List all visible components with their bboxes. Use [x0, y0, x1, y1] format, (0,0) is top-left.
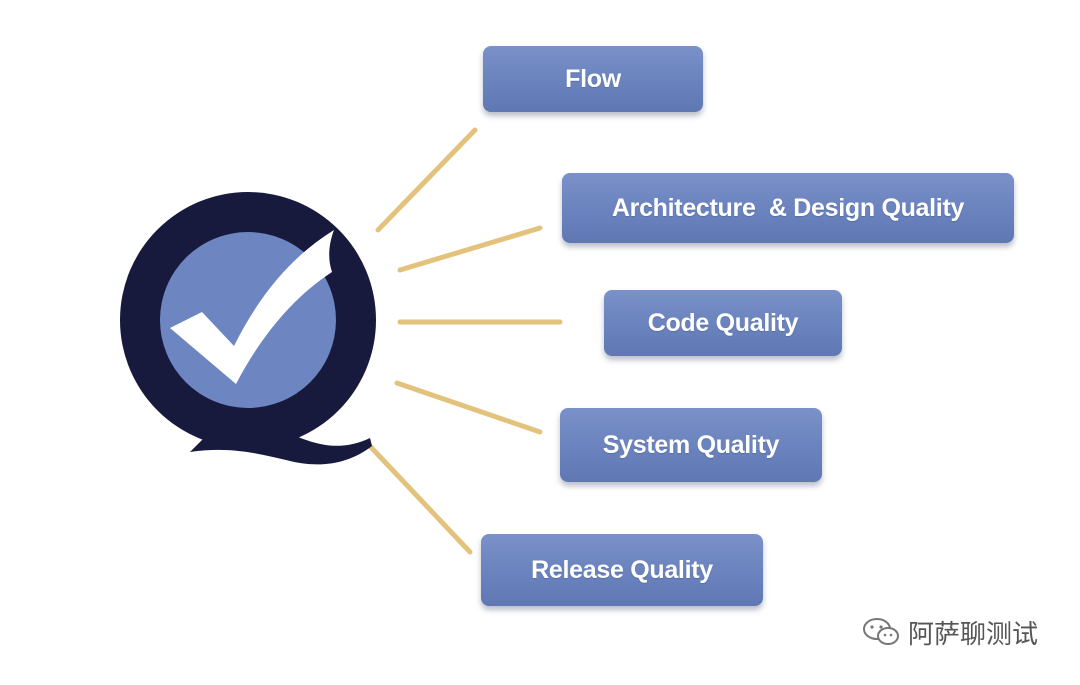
box-release-label: Release Quality — [531, 555, 713, 584]
watermark-text: 阿萨聊测试 — [908, 619, 1039, 650]
box-release-quality: Release Quality — [481, 534, 763, 606]
wechat-icon — [863, 618, 899, 645]
connector-system — [394, 380, 543, 435]
logo-q-tail — [190, 423, 372, 465]
box-system-label: System Quality — [602, 430, 780, 459]
connector-architecture — [397, 225, 543, 273]
quality-q-logo — [120, 192, 376, 465]
connector-flow — [375, 127, 478, 233]
box-code-quality: Code Quality — [604, 290, 842, 356]
box-architecture-label: Architecture & Design Quality — [611, 193, 965, 222]
box-system-quality: System Quality — [560, 408, 822, 482]
connector-release — [364, 440, 473, 555]
checkmark-icon — [170, 230, 334, 384]
box-flow: Flow — [483, 46, 703, 112]
watermark: 阿萨聊测试 — [862, 612, 1038, 652]
box-code-label: Code Quality — [647, 308, 799, 337]
box-flow-label: Flow — [565, 64, 621, 93]
box-architecture-design-quality: Architecture & Design Quality — [562, 173, 1014, 243]
